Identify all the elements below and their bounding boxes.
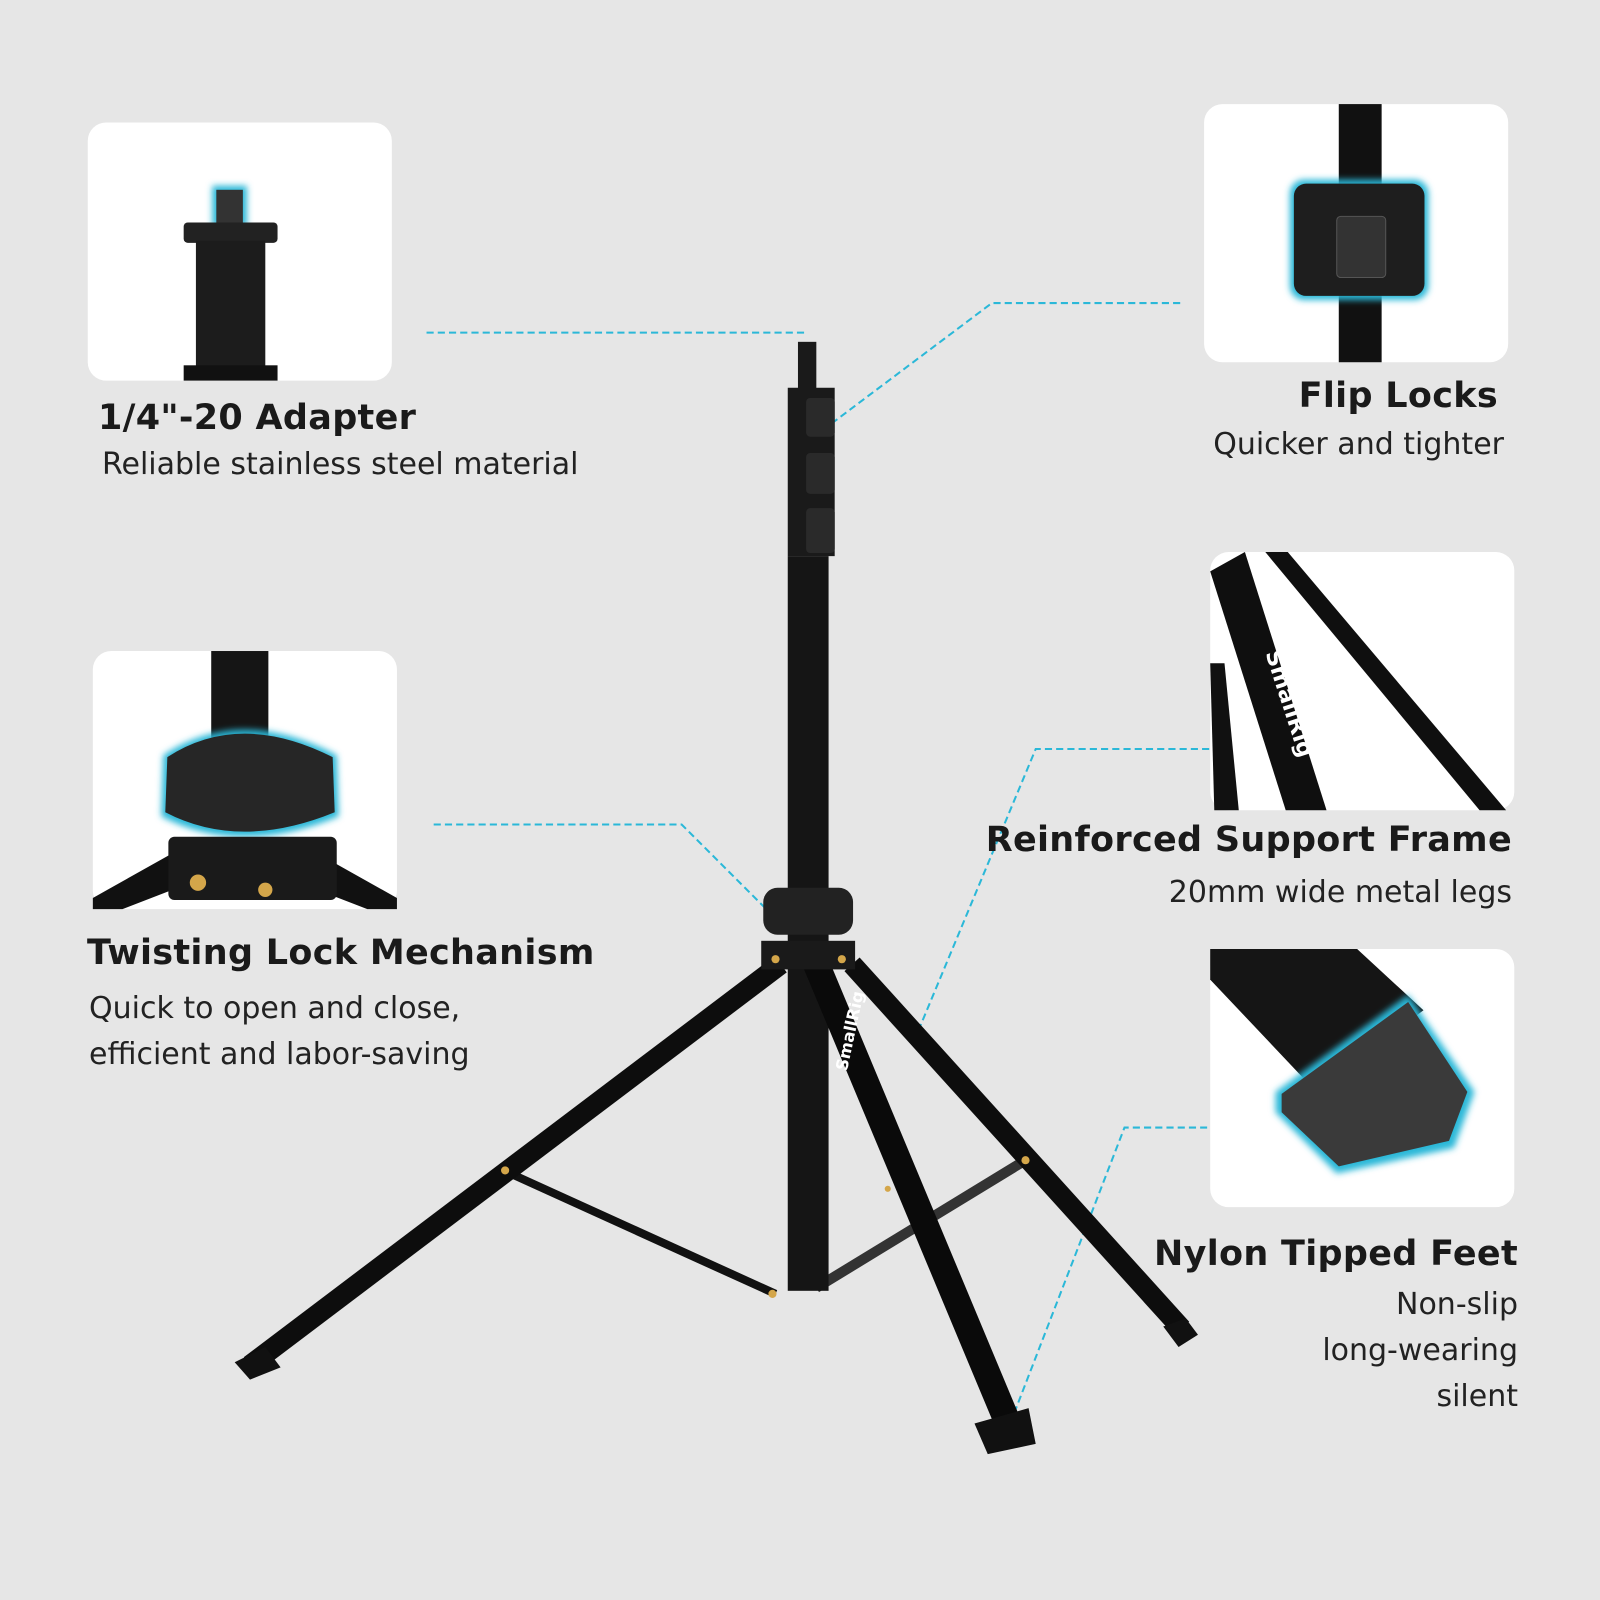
nylon-feet-desc-1: Non-slip: [1396, 1287, 1518, 1322]
flip-locks-title: Flip Locks: [1298, 376, 1498, 416]
flip-locks-detail-card: [1204, 104, 1509, 363]
adapter-title: 1/4"-20 Adapter: [98, 398, 417, 438]
adapter-desc: Reliable stainless steel material: [102, 447, 579, 482]
nylon-feet-detail-card: [1210, 948, 1515, 1208]
support-frame-detail-card: SmallRig: [1210, 552, 1515, 811]
flip-locks-desc: Quicker and tighter: [1213, 427, 1504, 462]
twisting-lock-desc-1: Quick to open and close,: [89, 991, 461, 1026]
nylon-feet-title: Nylon Tipped Feet: [1153, 1234, 1518, 1274]
twisting-lock-detail-card: [92, 651, 397, 910]
leader-lines: [426, 302, 1210, 1424]
support-frame-desc: 20mm wide metal legs: [1168, 875, 1512, 910]
tripod-stand: SmallRig: [234, 341, 1198, 1455]
adapter-detail-card: [87, 122, 392, 381]
nylon-feet-desc-2: long-wearing: [1322, 1333, 1518, 1368]
nylon-feet-desc-3: silent: [1436, 1379, 1518, 1414]
twisting-lock-desc-2: efficient and labor-saving: [89, 1037, 470, 1072]
twisting-lock-title: Twisting Lock Mechanism: [87, 933, 595, 973]
support-frame-title: Reinforced Support Frame: [985, 820, 1512, 860]
